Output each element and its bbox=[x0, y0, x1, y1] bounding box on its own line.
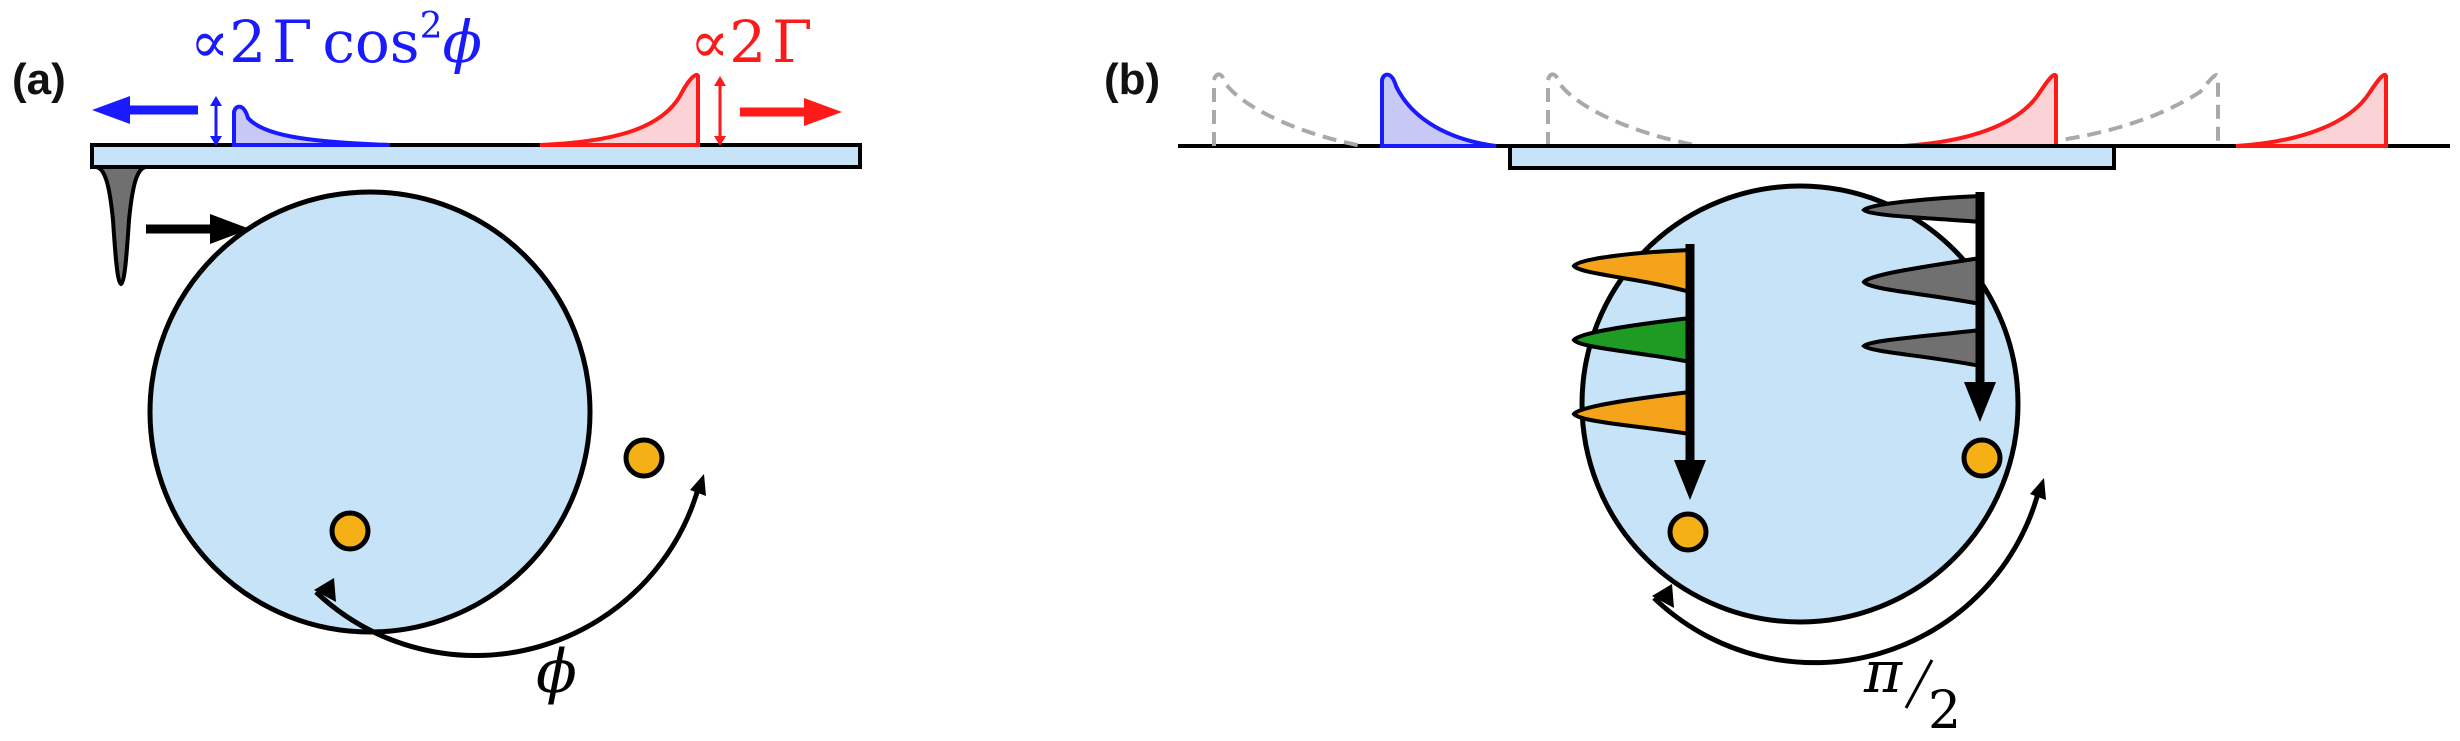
panel-b: (b) bbox=[1104, 55, 2450, 741]
atom-b-left bbox=[1667, 511, 1709, 553]
input-pulse-icon bbox=[95, 165, 147, 287]
red-pulse-b1-icon bbox=[1901, 73, 2058, 148]
atom-a-left bbox=[329, 510, 371, 552]
blue-arrowhead bbox=[92, 96, 130, 124]
red-pulse-b2-icon bbox=[2235, 73, 2388, 148]
waveguide-b bbox=[1508, 144, 2116, 170]
atom-b-right bbox=[1961, 437, 2003, 479]
waveguide-a bbox=[90, 143, 862, 169]
blue-amp-head-top bbox=[210, 96, 222, 106]
input-arrowhead bbox=[210, 214, 250, 244]
atom-a-right bbox=[623, 437, 665, 479]
angle-label-b: π 2 bbox=[1863, 638, 1961, 741]
pulse-train-right-gray-1 bbox=[1861, 193, 1982, 225]
pulse-train-left-orange-2 bbox=[1571, 389, 1692, 437]
blue-pulse-icon bbox=[232, 104, 391, 147]
red-arrowhead bbox=[804, 98, 842, 126]
red-amp-head-top bbox=[714, 76, 726, 86]
svg-text:2: 2 bbox=[1928, 681, 1961, 741]
svg-text:π: π bbox=[1863, 638, 1903, 706]
red-pulse-icon bbox=[539, 73, 700, 147]
pulse-train-left-orange-1 bbox=[1571, 247, 1692, 295]
pulse-train-left-arrowhead bbox=[1674, 460, 1706, 500]
angle-arc-arrow bbox=[314, 481, 703, 659]
panel-a-label: (a) bbox=[12, 55, 66, 104]
blue-pulse-b-icon bbox=[1380, 72, 1497, 148]
pulse-train-right-arrowhead bbox=[1964, 382, 1996, 422]
angle-label-a: ϕ bbox=[536, 637, 577, 707]
red-amp-head-bottom bbox=[714, 136, 726, 146]
pulse-train-left-green bbox=[1571, 315, 1692, 365]
pulse-train-right-gray-3 bbox=[1861, 327, 1982, 369]
angle-arc-head-right bbox=[690, 474, 706, 496]
angle-arc-arrow-b bbox=[1652, 485, 2043, 666]
ring-resonator-a bbox=[147, 189, 593, 635]
dashed-pulse-1 bbox=[1212, 72, 1363, 148]
pulse-train-right-gray-2 bbox=[1861, 255, 1982, 307]
blue-amp-head-bottom bbox=[210, 136, 222, 146]
dashed-pulse-2 bbox=[1546, 72, 1701, 148]
angle-arc-head-right-b bbox=[2030, 478, 2046, 500]
panel-b-label: (b) bbox=[1104, 55, 1160, 104]
angle-arc-head-left-b bbox=[1652, 584, 1674, 608]
angle-arc-head-left bbox=[314, 578, 336, 602]
